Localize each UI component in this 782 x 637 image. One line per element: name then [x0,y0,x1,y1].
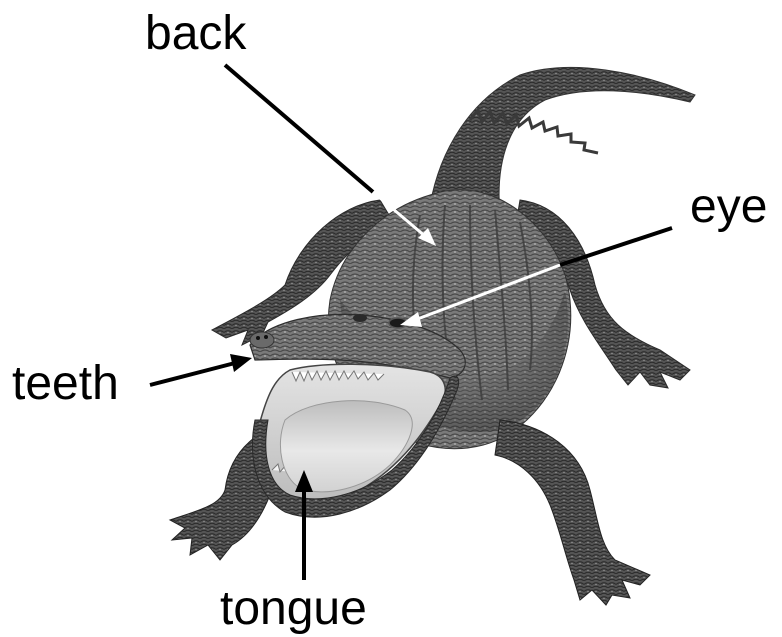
alligator-right-front-leg [495,420,650,605]
teeth-arrow-line [150,363,235,385]
label-teeth: teeth [12,360,119,408]
label-eye: eye [690,183,767,231]
label-tongue: tongue [220,585,367,633]
teeth-arrowhead [230,354,252,372]
back-arrow-line [225,65,373,192]
label-back: back [145,10,246,58]
alligator-illustration [170,67,695,605]
